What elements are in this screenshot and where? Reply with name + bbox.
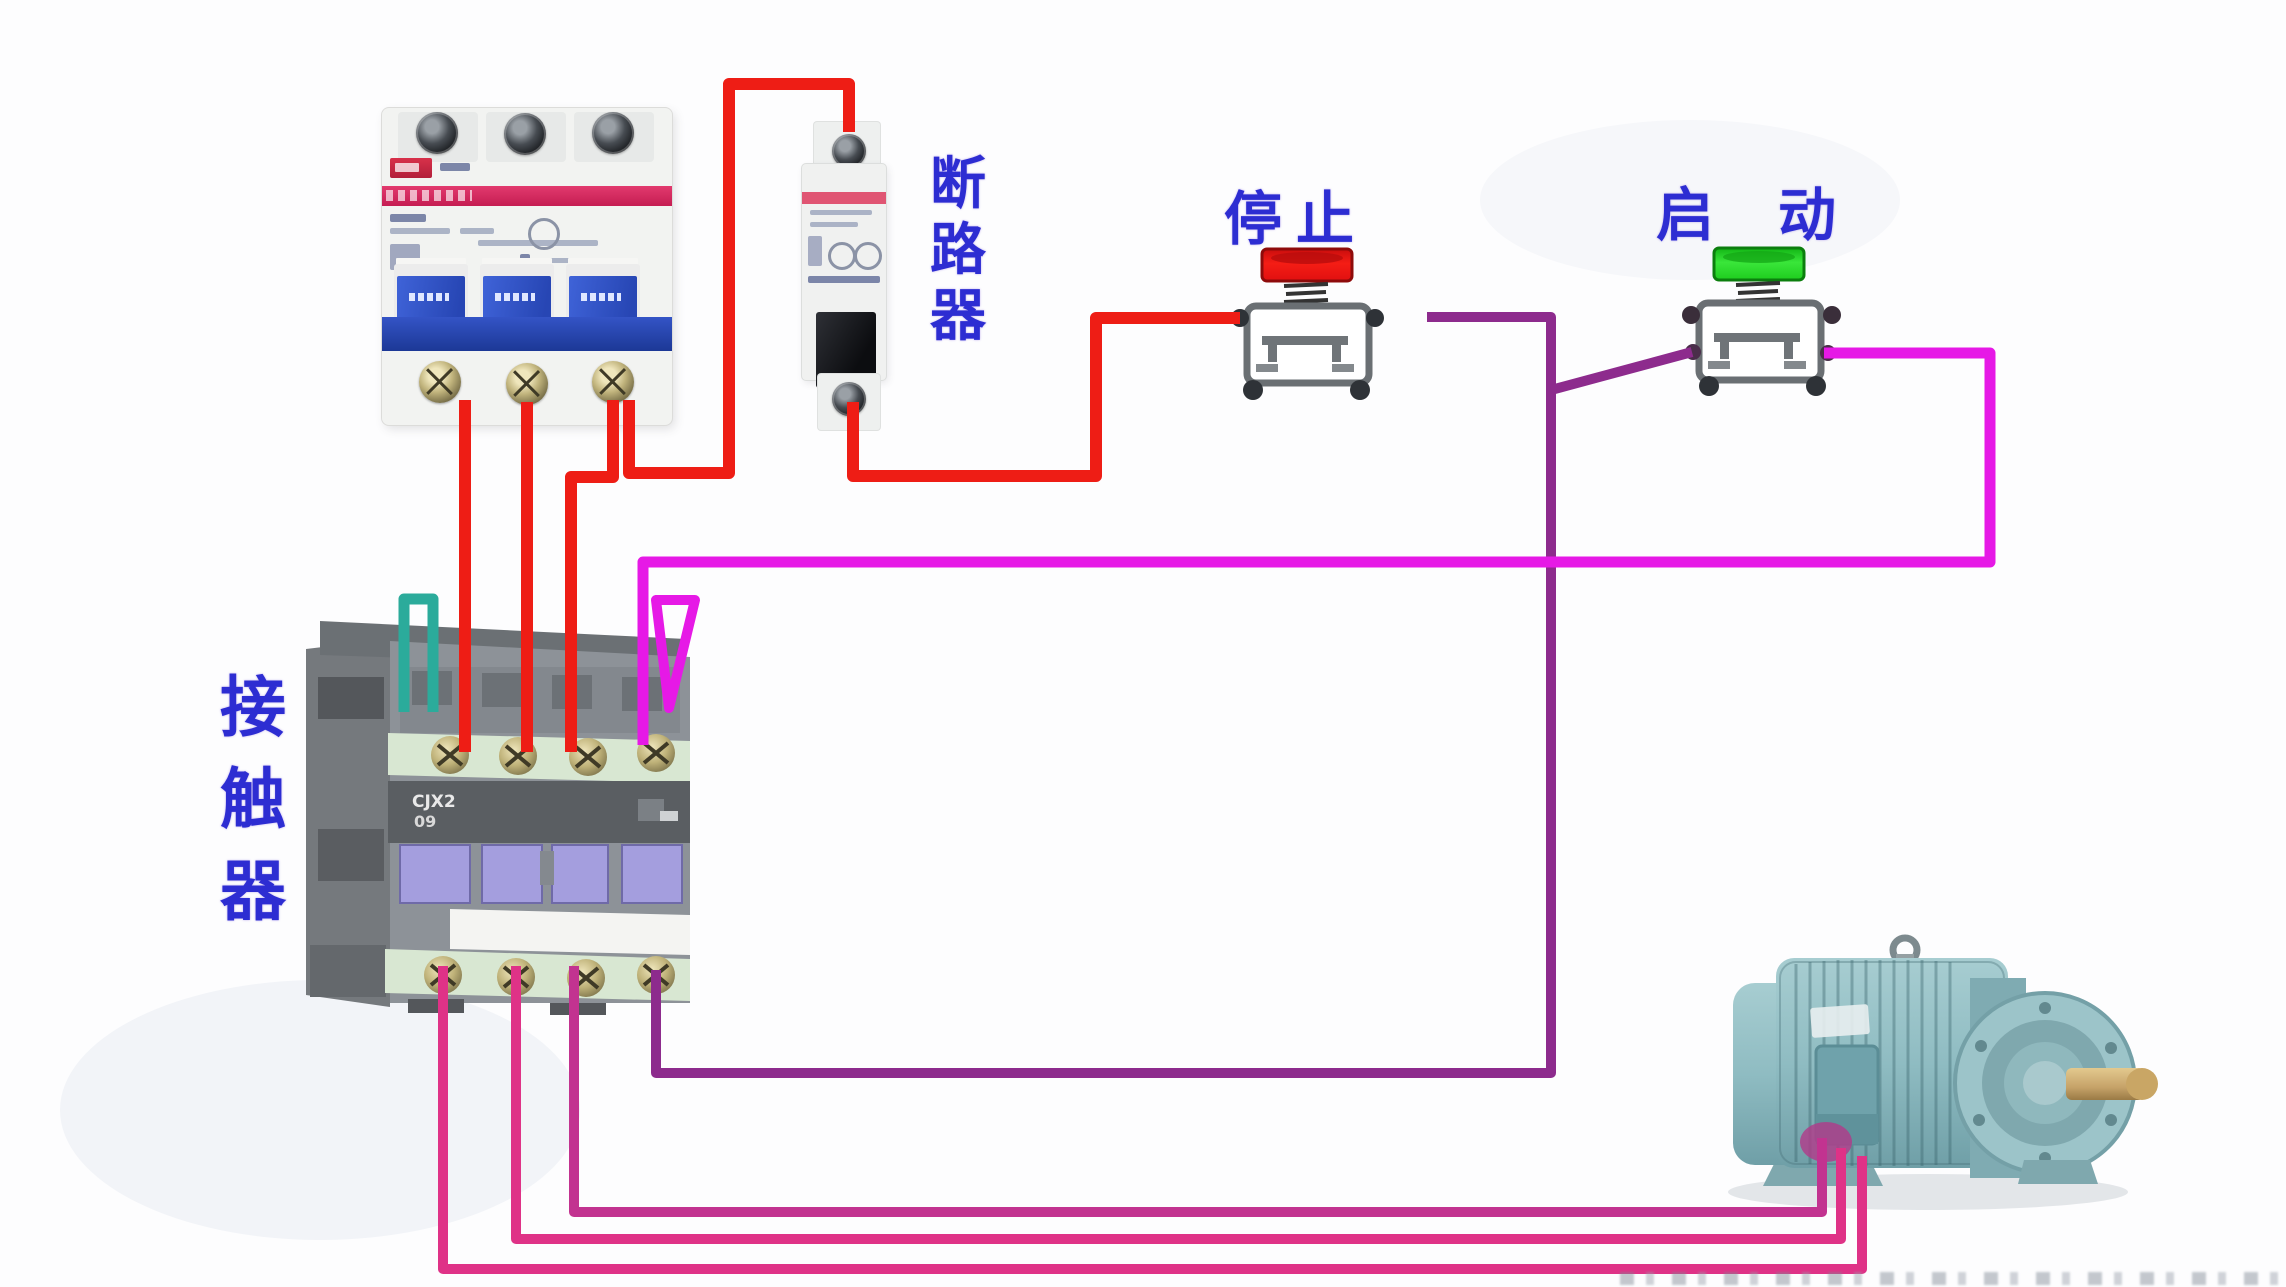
micro-text (460, 228, 494, 234)
contact-leg (1720, 342, 1729, 359)
purple-start-branch-wire (1549, 347, 1694, 395)
breaker-handle-bar (382, 317, 672, 351)
motor-shaft (2066, 1068, 2144, 1100)
terminal-screw-icon (832, 382, 866, 416)
terminal-screw-icon (1350, 380, 1370, 400)
contactor-model-text: CJX2 (412, 792, 456, 812)
terminal-hood (412, 671, 452, 705)
contact-stub (1784, 361, 1806, 369)
terminal-screw-icon (1366, 309, 1384, 327)
micro-text (810, 222, 858, 227)
micro-text (390, 214, 426, 222)
stop-pushbutton (1222, 240, 1390, 408)
terminal-screw-icon (1685, 344, 1701, 360)
contact-windows (399, 844, 683, 904)
three-pole-breaker (382, 108, 672, 425)
label-contactor: 接触器 (220, 669, 286, 930)
photo-tint (60, 980, 580, 1240)
contact-leg (1332, 345, 1341, 362)
terminal-screw-icon (592, 361, 634, 403)
aux-mark (660, 811, 678, 821)
breaker-handle (394, 264, 468, 322)
contact-leg (1784, 342, 1793, 359)
terminal-screw-icon (416, 112, 458, 154)
contactor-white-label (450, 909, 690, 955)
start-pushbutton (1676, 238, 1844, 406)
certification-mark-icon (528, 218, 560, 250)
contact-leg (1268, 345, 1277, 362)
terminal-screw-icon (1823, 306, 1841, 324)
breaker-handle (480, 264, 554, 322)
shaft-boss (2023, 1061, 2067, 1105)
breaker-stripe (802, 192, 886, 204)
pink-motor-wire-3 (569, 966, 1827, 1217)
micro-text (808, 236, 822, 266)
terminal-hood (552, 675, 592, 709)
stop-button-cap-top (1271, 252, 1343, 264)
breaker-handle (566, 264, 640, 322)
brand-logo (390, 158, 432, 178)
micro-text (808, 276, 880, 283)
terminal-screw-icon (1820, 345, 1836, 361)
contact-stub (1332, 364, 1354, 372)
single-pole-breaker (800, 122, 888, 430)
contactor-model-text2: 09 (414, 812, 436, 831)
breaker-body (802, 164, 886, 388)
start-button-cap-top (1723, 251, 1795, 263)
terminal-screw-icon (592, 112, 634, 154)
contact-bridge (1262, 336, 1348, 345)
watermark-cutoff (1620, 1272, 2280, 1285)
micro-text (440, 163, 470, 171)
terminal-screw-icon (1243, 380, 1263, 400)
label-stop: 停止 (1224, 185, 1369, 253)
terminal-screw-icon (832, 134, 866, 168)
micro-text (390, 228, 450, 234)
terminal-screw-icon (504, 113, 546, 155)
terminal-screw-icon (1231, 309, 1249, 327)
contactor-side (306, 639, 390, 1007)
mount-clip (318, 829, 384, 881)
micro-text (536, 258, 572, 263)
terminal-hood (482, 673, 522, 707)
red-breaker-to-stop-wire (847, 312, 1240, 482)
micro-text (810, 210, 872, 215)
motor (1718, 928, 2158, 1228)
terminal-screw-icon (1699, 376, 1719, 396)
terminal-hood (622, 677, 662, 711)
nameplate (1810, 1004, 1870, 1038)
terminal-screw-icon (1682, 306, 1700, 324)
motor-foot (2018, 1160, 2098, 1184)
breaker-stripe (382, 186, 672, 206)
pink-motor-wire-2 (511, 966, 1846, 1244)
terminal-screw-icon (506, 363, 548, 405)
contact-stub (1708, 361, 1730, 369)
contactor: CJX2 09 (300, 615, 695, 1015)
contact-stub (1256, 364, 1278, 372)
label-circuit-breaker: 断路器 (930, 152, 986, 349)
label-start: 启动 (1656, 181, 1901, 249)
contact-bridge (1714, 333, 1800, 342)
motor-lead-entry (1800, 1122, 1852, 1162)
certification-mark-icon (828, 242, 856, 270)
bottom-tab (550, 1003, 606, 1015)
certification-mark-icon (854, 242, 882, 270)
mount-clip (318, 677, 384, 719)
bottom-tab (408, 999, 464, 1013)
mount-foot (310, 945, 386, 997)
shaft-end (2126, 1068, 2158, 1100)
terminal-screw-icon (1806, 376, 1826, 396)
terminal-screw-icon (419, 361, 461, 403)
purple-stop-to-coil-wire (651, 312, 1556, 1078)
